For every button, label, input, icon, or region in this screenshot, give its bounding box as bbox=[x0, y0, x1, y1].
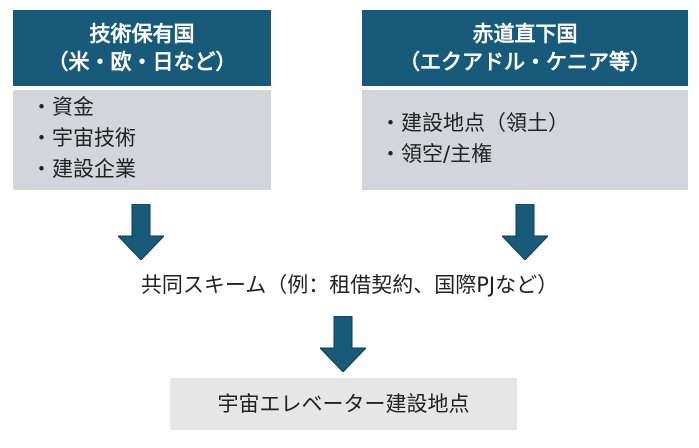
list-item: ・領空/主権 bbox=[380, 142, 493, 166]
tech-holder-title: 技術保有国 bbox=[89, 22, 195, 46]
tech-holder-resources: ・資金 ・宇宙技術 ・建設企業 bbox=[13, 90, 271, 190]
arrow-down-icon bbox=[502, 204, 548, 260]
equatorial-country-title: 赤道直下国 bbox=[472, 22, 578, 46]
tech-holder-subtitle: （米・欧・日など） bbox=[47, 50, 237, 74]
space-elevator-site-box: 宇宙エレベーター建設地点 bbox=[170, 378, 517, 430]
list-item: ・資金 bbox=[31, 95, 94, 119]
equatorial-country-resources: ・建設地点（領土） ・領空/主権 bbox=[362, 90, 688, 190]
arrow-down-icon bbox=[320, 316, 366, 372]
list-item: ・宇宙技術 bbox=[31, 126, 136, 150]
tech-holder-header: 技術保有国 （米・欧・日など） bbox=[13, 10, 271, 86]
equatorial-country-header: 赤道直下国 （エクアドル・ケニア等） bbox=[362, 10, 688, 86]
arrow-down-icon bbox=[118, 204, 164, 260]
joint-scheme-label: 共同スキーム（例：租借契約、国際PJなど） bbox=[140, 273, 559, 297]
list-item: ・建設地点（領土） bbox=[380, 111, 569, 135]
equatorial-country-subtitle: （エクアドル・ケニア等） bbox=[399, 50, 651, 74]
list-item: ・建設企業 bbox=[31, 157, 136, 181]
